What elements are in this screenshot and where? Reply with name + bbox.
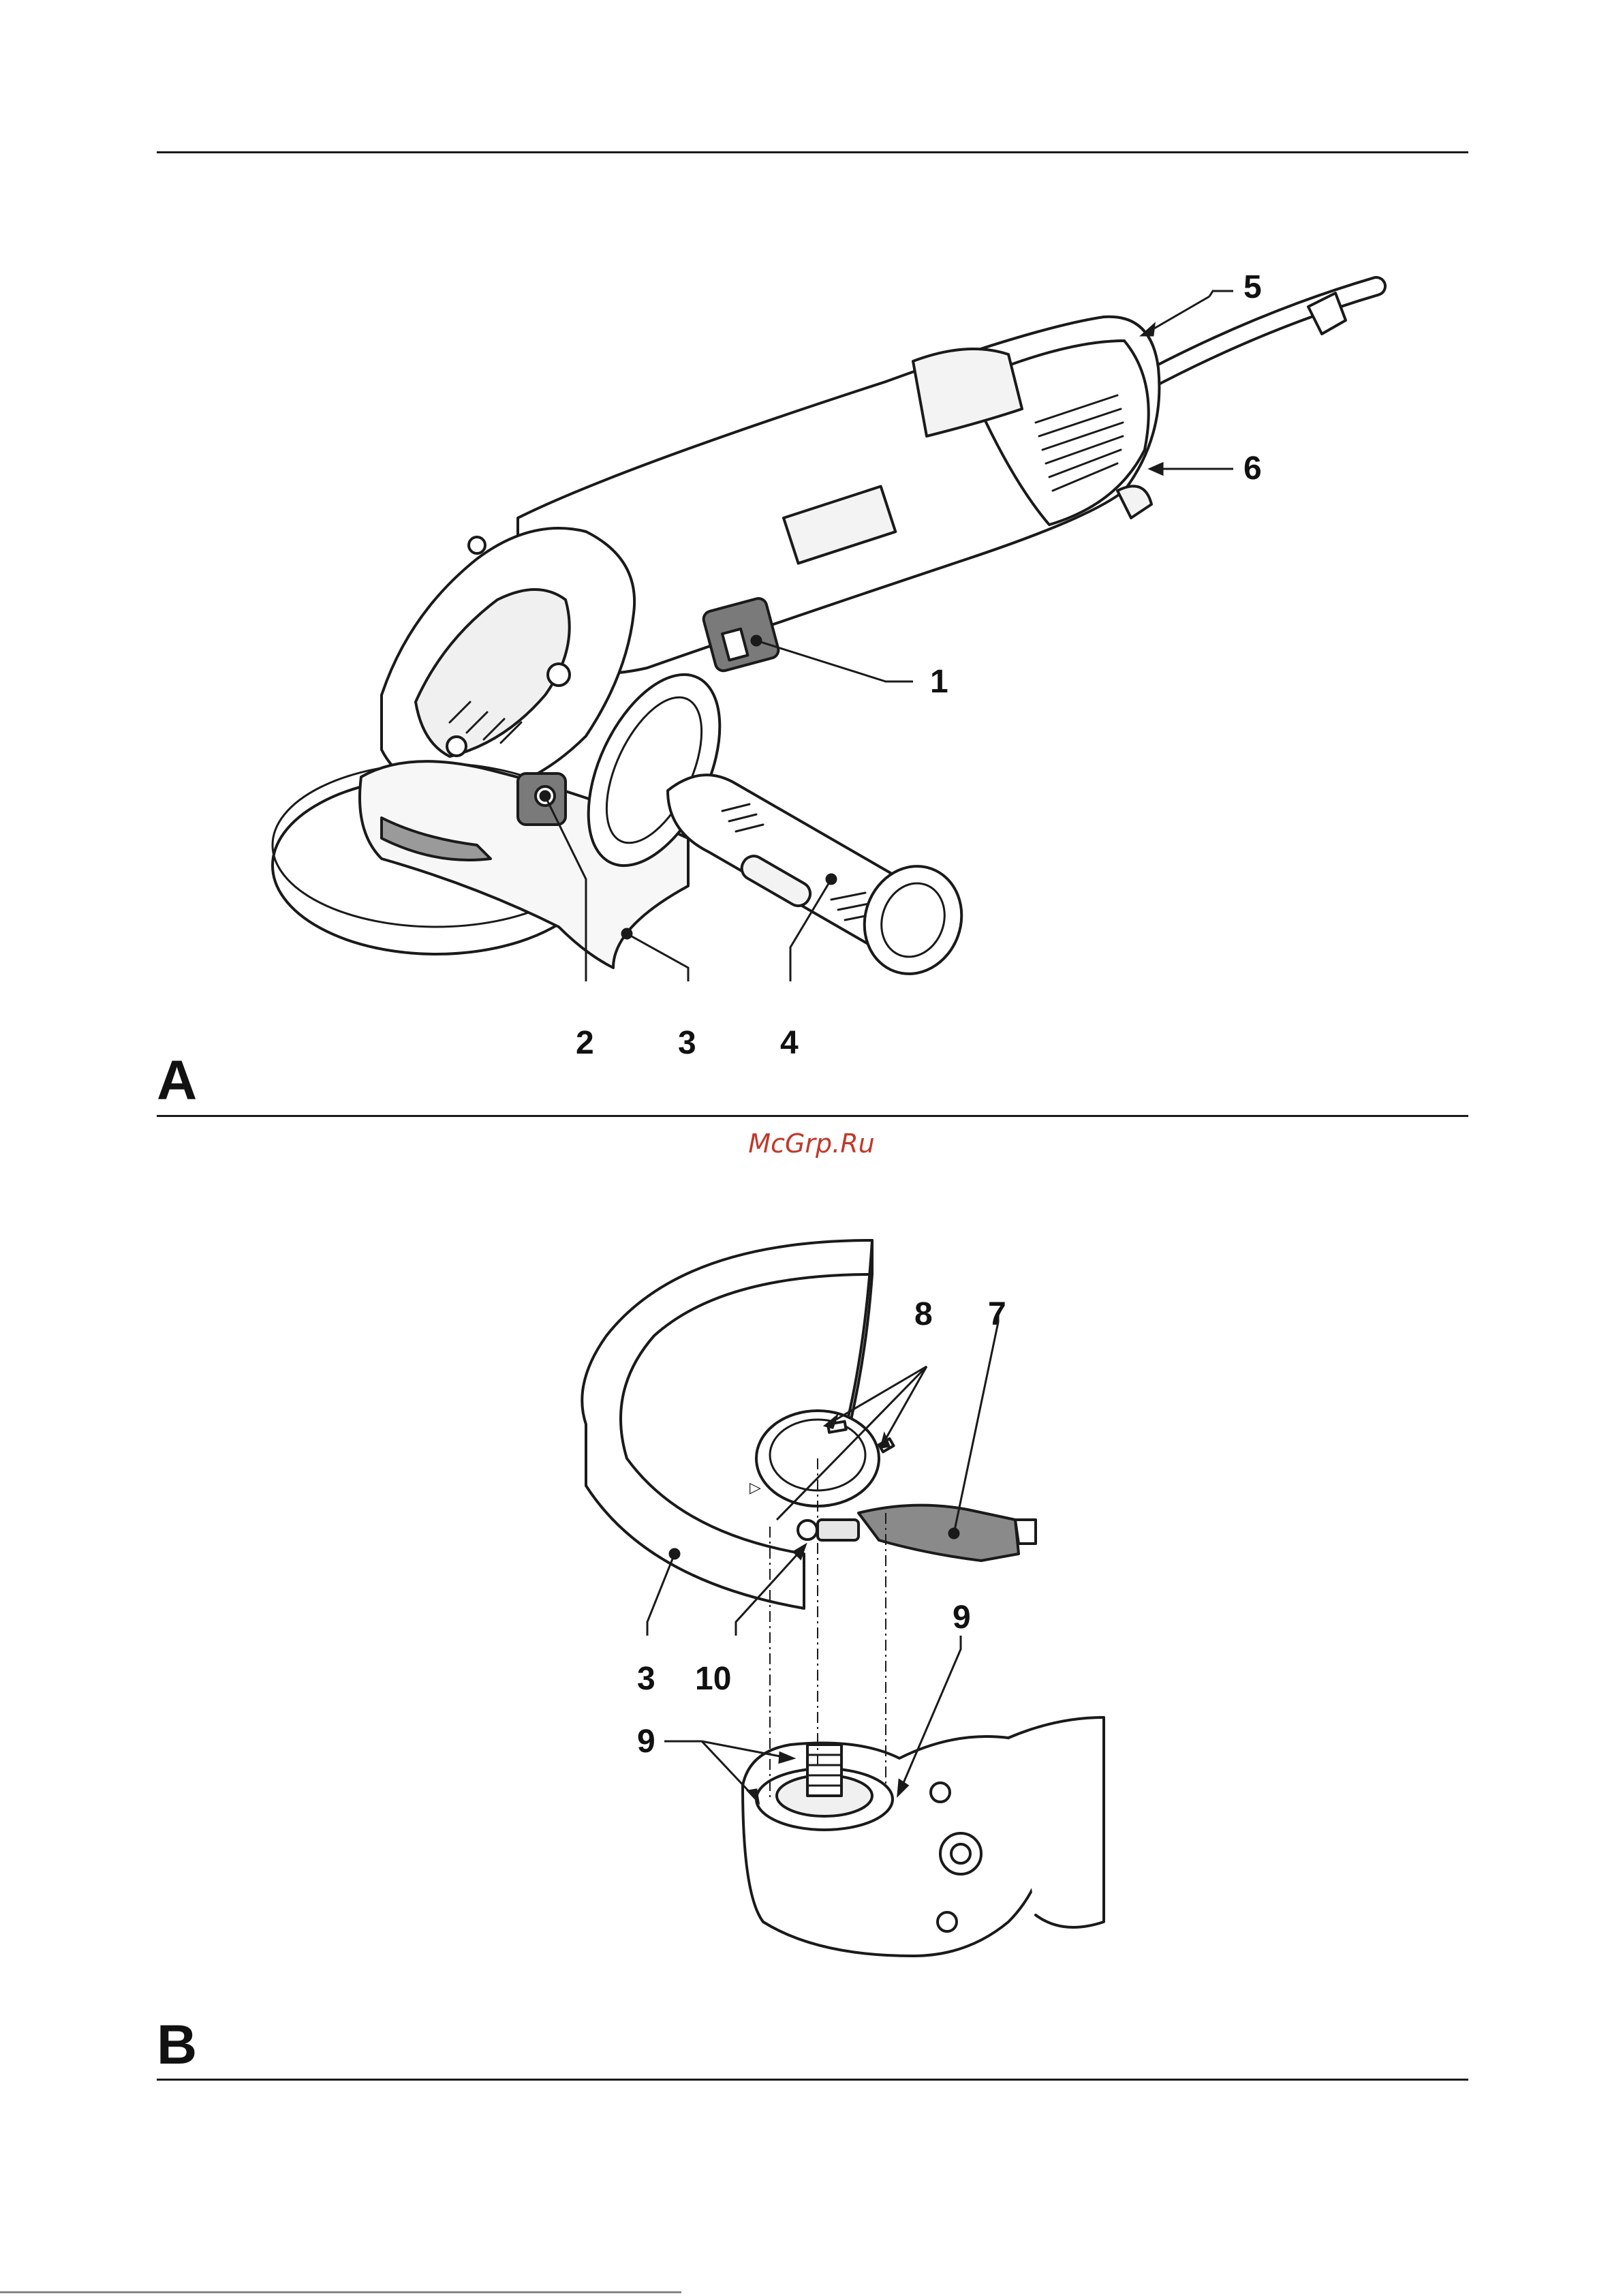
figure-a-label: A [157, 1053, 197, 1109]
figure-b-rule [157, 2079, 1468, 2081]
spindle-thread [807, 1745, 841, 1796]
callout-a-6: 6 [1243, 453, 1262, 485]
callout-b-3: 3 [637, 1663, 655, 1696]
callout-a-1: 1 [930, 666, 948, 699]
callout-b-9-right: 9 [953, 1602, 971, 1634]
callout-b-10: 10 [695, 1663, 731, 1696]
figure-b-label: B [157, 2017, 197, 2073]
callout-b-9-left: 9 [637, 1726, 655, 1758]
gear-head-b [743, 1736, 1049, 1956]
callout-a-4: 4 [780, 1027, 799, 1060]
callout-b-8: 8 [914, 1298, 933, 1331]
callout-a-2: 2 [576, 1027, 594, 1060]
watermark: McGrp.Ru [0, 1129, 1623, 1159]
callout-a-3: 3 [678, 1027, 696, 1060]
callout-b-7: 7 [988, 1298, 1006, 1331]
callout-a-5: 5 [1243, 271, 1262, 304]
figure-b-drawing: ▷ [0, 1199, 1623, 2154]
figure-a-rule [157, 1115, 1468, 1117]
page-edge-line [0, 2291, 681, 2293]
clamp-lever [859, 1505, 1019, 1561]
figure-a-drawing [0, 0, 1623, 1090]
svg-text:▷: ▷ [749, 1480, 761, 1497]
